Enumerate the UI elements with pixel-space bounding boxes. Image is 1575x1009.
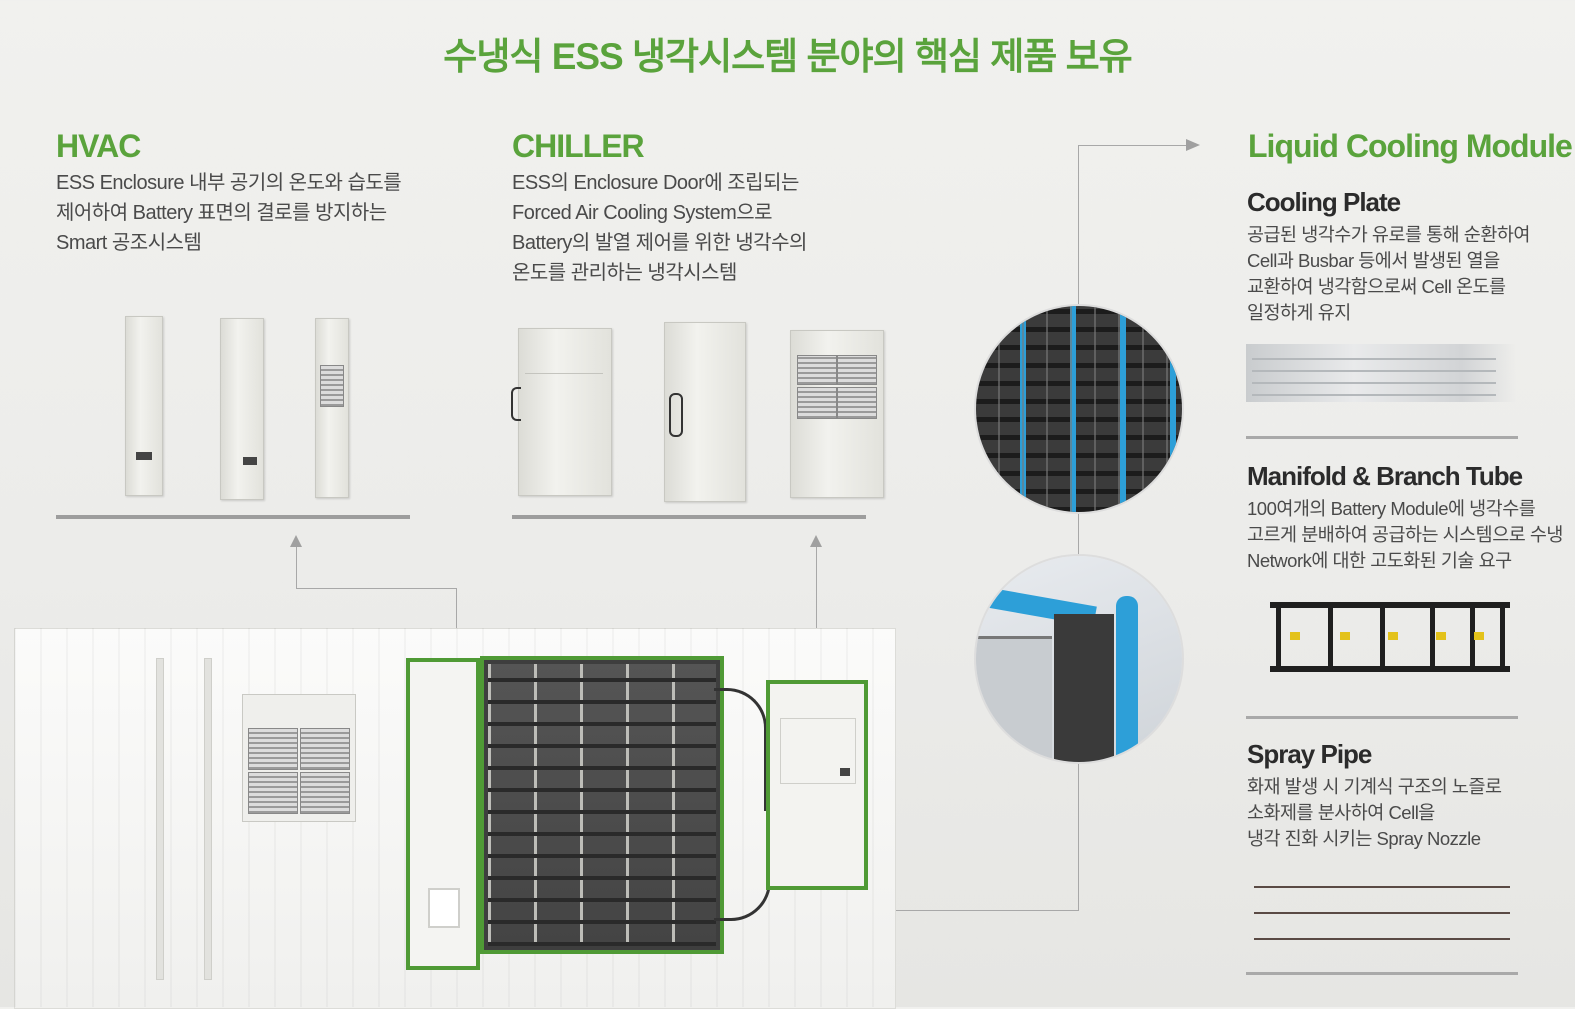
chiller-door-frame bbox=[766, 680, 868, 890]
hvac-heading: HVAC bbox=[56, 128, 141, 164]
hvac-unit-angled bbox=[220, 318, 264, 500]
cooling-plate-desc-line: Cell과 Busbar 등에서 발생된 열을 bbox=[1247, 250, 1500, 271]
manifold-desc-line: 100여개의 Battery Module에 냉각수를 bbox=[1247, 498, 1536, 519]
manifold-image bbox=[1270, 602, 1510, 676]
chiller-desc-line: Forced Air Cooling System으로 bbox=[512, 202, 773, 224]
hvac-desc-line: ESS Enclosure 내부 공기의 온도와 습도를 bbox=[56, 172, 402, 194]
spray-pipe-desc-line: 화재 발생 시 기계식 구조의 노즐로 bbox=[1247, 776, 1502, 797]
chiller-unit-front bbox=[511, 328, 612, 496]
spray-pipe-description: 화재 발생 시 기계식 구조의 노즐로 소화제를 분사하여 Cell을 냉각 진… bbox=[1247, 774, 1502, 852]
chiller-divider bbox=[512, 515, 866, 519]
cooling-plate-desc-line: 일정하게 유지 bbox=[1247, 302, 1351, 323]
cooling-plate-desc-line: 교환하여 냉각함으로써 Cell 온도를 bbox=[1247, 276, 1506, 297]
chiller-desc-line: ESS의 Enclosure Door에 조립되는 bbox=[512, 172, 799, 194]
cooling-plate-image bbox=[1246, 344, 1516, 402]
cooling-plate-divider bbox=[1246, 436, 1518, 439]
page-title: 수냉식 ESS 냉각시스템 분야의 핵심 제품 보유 bbox=[443, 36, 1132, 77]
chiller-heading: CHILLER bbox=[512, 128, 645, 164]
hvac-desc-line: Smart 공조시스템 bbox=[56, 232, 202, 254]
hvac-unit-grille bbox=[315, 318, 349, 498]
chiller-unit-grille bbox=[790, 330, 884, 498]
coolant-pipe-zoom-circle bbox=[976, 556, 1182, 762]
hvac-desc-line: 제어하여 Battery 표면의 결로를 방지하는 bbox=[56, 202, 387, 224]
arrow-up-icon bbox=[810, 535, 822, 547]
manifold-desc-line: 고르게 분배하여 공급하는 시스템으로 수냉 bbox=[1247, 524, 1563, 545]
chiller-desc-line: Battery의 발열 제어를 위한 냉각수의 bbox=[512, 232, 807, 254]
chiller-description: ESS의 Enclosure Door에 조립되는 Forced Air Coo… bbox=[512, 168, 807, 288]
hvac-unit-front bbox=[125, 316, 163, 496]
open-door-frame bbox=[406, 658, 480, 970]
spray-pipe-desc-line: 냉각 진화 시키는 Spray Nozzle bbox=[1247, 828, 1481, 849]
cooling-plate-description: 공급된 냉각수가 유로를 통해 순환하여 Cell과 Busbar 등에서 발생… bbox=[1247, 222, 1530, 326]
spray-pipe-heading: Spray Pipe bbox=[1247, 739, 1372, 769]
battery-cell-zoom-circle bbox=[976, 306, 1182, 512]
ess-container-illustration bbox=[14, 628, 896, 1009]
manifold-divider bbox=[1246, 716, 1518, 719]
cooling-plate-desc-line: 공급된 냉각수가 유로를 통해 순환하여 bbox=[1247, 224, 1530, 245]
chiller-desc-line: 온도를 관리하는 냉각시스템 bbox=[512, 262, 737, 284]
chiller-unit-side bbox=[664, 322, 746, 502]
spray-pipe-desc-line: 소화제를 분사하여 Cell을 bbox=[1247, 802, 1435, 823]
manifold-desc-line: Network에 대한 고도화된 기술 요구 bbox=[1247, 550, 1512, 571]
hvac-description: ESS Enclosure 내부 공기의 온도와 습도를 제어하여 Batter… bbox=[56, 168, 402, 258]
arrow-up-icon bbox=[290, 535, 302, 547]
battery-rack bbox=[480, 656, 724, 954]
arrow-right-icon bbox=[1186, 139, 1200, 151]
manifold-description: 100여개의 Battery Module에 냉각수를 고르게 분배하여 공급하… bbox=[1247, 496, 1563, 574]
hvac-divider bbox=[56, 515, 410, 519]
spray-pipe-divider bbox=[1246, 972, 1518, 975]
lcm-heading: Liquid Cooling Module bbox=[1248, 128, 1573, 164]
manifold-heading: Manifold & Branch Tube bbox=[1247, 461, 1523, 491]
spray-pipe-image bbox=[1254, 884, 1510, 944]
cooling-plate-heading: Cooling Plate bbox=[1247, 187, 1401, 217]
